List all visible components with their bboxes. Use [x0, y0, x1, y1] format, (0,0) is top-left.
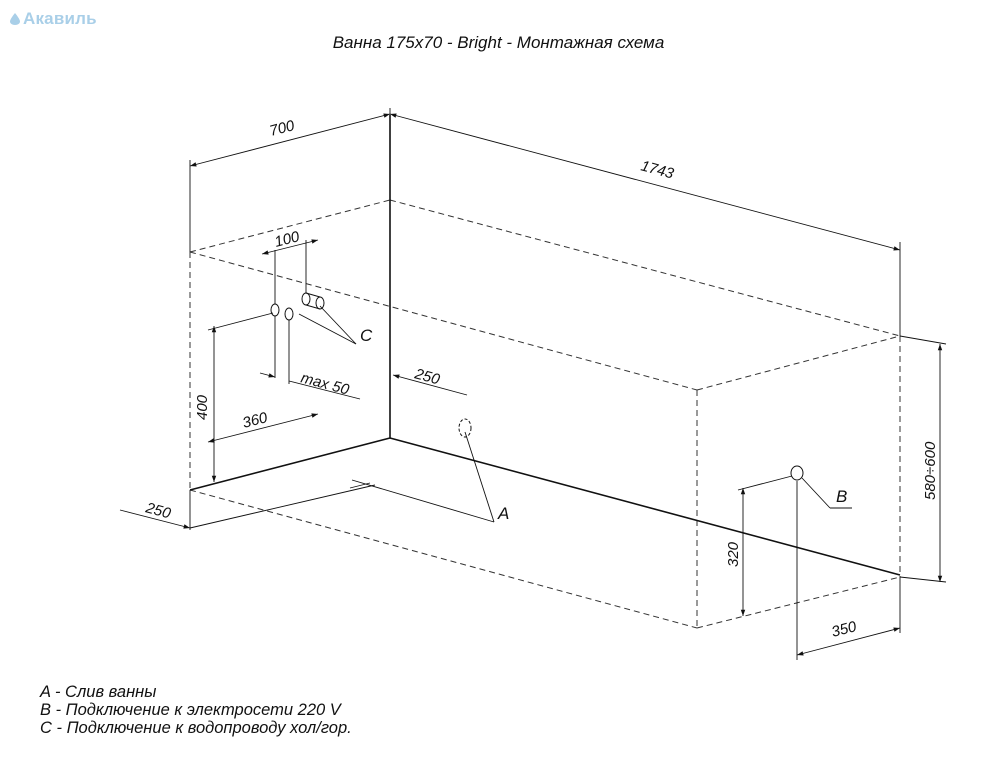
dimension-1743-label: 1743	[639, 157, 676, 182]
electrical-socket	[790, 465, 804, 481]
dimension-1743	[389, 113, 901, 336]
dimension-250-drain-label: 250	[412, 365, 442, 388]
legend: A - Слив ванны B - Подключение к электро…	[40, 683, 352, 737]
brand-logo: Акавиль	[10, 9, 97, 29]
dimension-360	[207, 413, 319, 443]
logo-text: Акавиль	[23, 9, 97, 28]
dimension-580-600	[899, 335, 947, 583]
leader-a	[351, 431, 495, 523]
leader-b	[801, 477, 852, 509]
leader-c	[298, 305, 357, 345]
wall-lines	[189, 115, 901, 576]
legend-item-c: C - Подключение к водопроводу хол/гор.	[40, 719, 352, 737]
dimension-100	[261, 239, 319, 304]
diagram-title: Ванна 175x70 - Bright - Монтажная схема	[332, 33, 665, 52]
marker-c-label: C	[360, 326, 373, 345]
marker-a-label: A	[497, 504, 509, 523]
dimension-350-label: 350	[830, 618, 859, 641]
dimension-250-front-label: 250	[143, 499, 173, 522]
legend-item-b: B - Подключение к электросети 220 V	[40, 701, 341, 719]
legend-item-a: A - Слив ванны	[40, 683, 157, 701]
dimension-250-front	[119, 482, 376, 530]
dimension-100-label: 100	[273, 228, 302, 251]
dimension-360-label: 360	[241, 409, 270, 432]
water-drop-icon	[10, 13, 20, 25]
water-pipes	[270, 292, 325, 321]
drain-outlet	[458, 418, 472, 438]
dimension-350	[796, 481, 901, 660]
dimension-320-label: 320	[725, 541, 742, 567]
dimension-320	[737, 475, 793, 616]
dimension-400-label: 400	[194, 394, 211, 420]
dimension-max50	[259, 316, 361, 400]
bathtub-outline	[189, 199, 901, 629]
dimension-700-label: 700	[268, 117, 297, 140]
dimension-400	[207, 312, 274, 482]
dimension-250-drain	[392, 374, 468, 396]
dimension-max50-label: max 50	[299, 369, 352, 398]
marker-b-label: B	[836, 487, 847, 506]
dimension-580-600-label: 580÷600	[922, 441, 939, 500]
